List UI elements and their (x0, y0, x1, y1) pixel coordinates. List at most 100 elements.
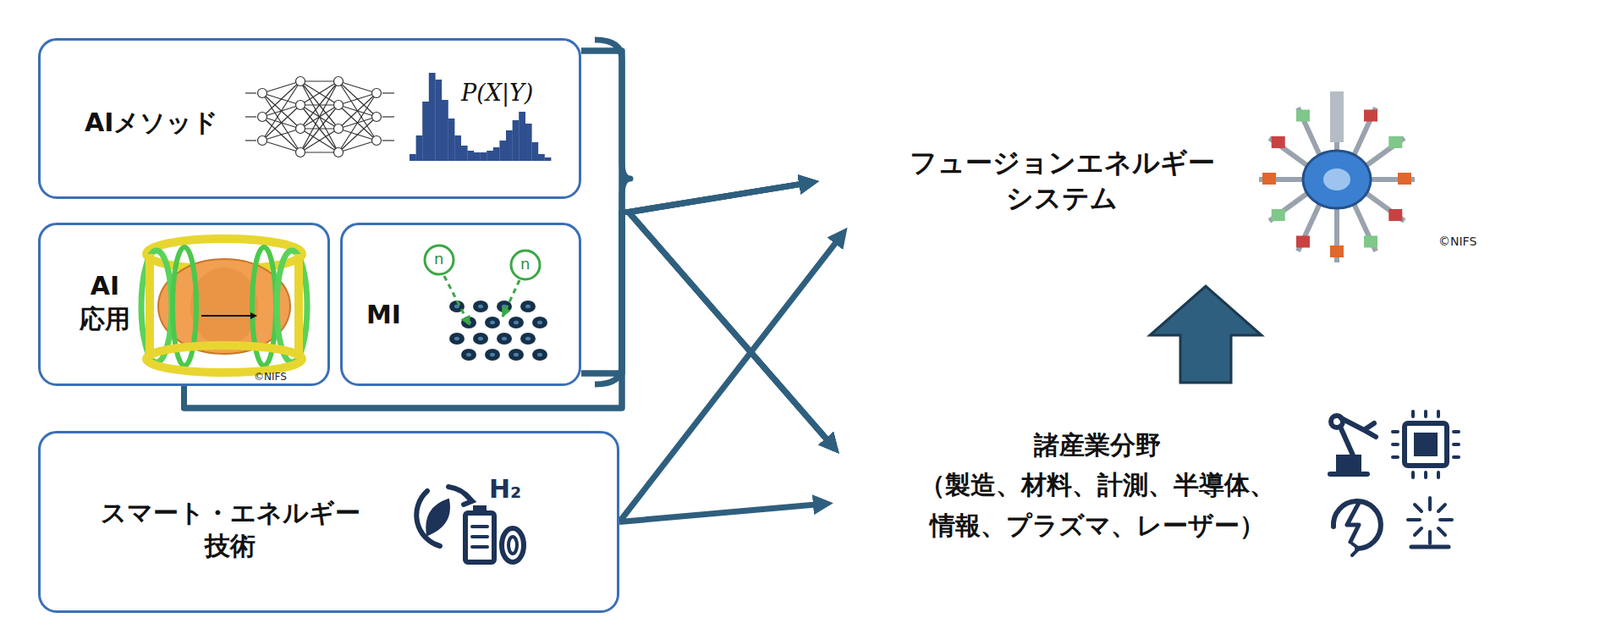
stroke (537, 320, 543, 325)
node-title: AI 応用 (72, 269, 138, 336)
stroke (1388, 208, 1403, 221)
stroke (1303, 150, 1371, 209)
stroke (334, 148, 344, 158)
stroke (449, 332, 465, 345)
stroke (520, 332, 536, 345)
stroke (484, 348, 501, 361)
stroke (532, 348, 548, 361)
stroke (1330, 245, 1344, 258)
stroke (338, 81, 377, 141)
arrow-connector (184, 212, 833, 446)
stroke (1397, 172, 1412, 185)
stroke (1388, 136, 1403, 149)
stroke (1296, 235, 1310, 248)
industry-icons (1330, 411, 1459, 556)
stroke (478, 336, 484, 341)
stroke (454, 336, 460, 341)
stroke (382, 115, 395, 117)
stroke (501, 336, 507, 341)
stroke (300, 104, 339, 153)
stroke (338, 116, 377, 153)
stroke (1271, 208, 1286, 221)
histogram-icon (409, 72, 551, 161)
stroke (296, 148, 306, 158)
stroke (300, 128, 339, 153)
stroke (496, 332, 512, 345)
stroke (478, 304, 484, 308)
node-title: フュージョンエネルギー システム (899, 145, 1225, 216)
stroke (1269, 192, 1309, 221)
stroke (532, 316, 548, 329)
stroke (454, 135, 462, 161)
stroke (338, 140, 377, 153)
stroke (300, 128, 339, 153)
stroke (258, 136, 268, 146)
stroke (525, 304, 531, 308)
arrow-connector (184, 182, 810, 408)
stroke (513, 320, 519, 325)
stroke (1364, 192, 1405, 221)
stroke (480, 152, 488, 161)
ellipse-outline (816, 55, 1587, 307)
stroke (505, 130, 513, 161)
industry-ellipse: 諸産業分野（製造、材料、計測、半導体、 情報、プラズマ、レーザー） (824, 362, 1587, 603)
stroke (1262, 172, 1276, 185)
stroke (300, 81, 339, 129)
stroke (334, 100, 344, 110)
stroke (434, 79, 442, 161)
stroke (245, 92, 257, 94)
stroke (300, 81, 339, 153)
stroke (334, 124, 344, 134)
neural-net-icon (245, 76, 395, 158)
arrow-connector (581, 182, 809, 374)
stroke (372, 112, 382, 122)
stroke (300, 81, 339, 153)
node-title: MI (366, 297, 402, 331)
stroke (448, 118, 456, 161)
stroke (1271, 136, 1286, 149)
stroke (513, 352, 519, 357)
credit-label: ©NIFS (1438, 234, 1477, 248)
particle-label: n (434, 249, 444, 268)
stroke (262, 81, 301, 141)
stroke (300, 81, 339, 129)
node-title: スマート・エネルギー 技術 (87, 495, 373, 562)
stroke (428, 72, 436, 161)
stroke (416, 135, 424, 161)
stroke (1330, 91, 1344, 143)
mi-box: MI (340, 222, 582, 386)
stroke (467, 150, 474, 161)
stroke (525, 123, 533, 161)
stroke (1296, 109, 1310, 122)
stroke (262, 93, 301, 153)
reactor-illustration (1253, 86, 1422, 271)
stroke (531, 142, 539, 161)
stroke (489, 352, 495, 357)
application-box: AI 応用 (38, 222, 330, 386)
fusion-ellipse: フュージョンエネルギー システム (816, 55, 1587, 307)
stroke (461, 145, 468, 161)
stroke (262, 140, 301, 153)
stroke (334, 76, 344, 87)
stroke (472, 300, 489, 313)
stroke (382, 139, 395, 141)
stroke (382, 92, 395, 94)
stroke (300, 104, 339, 153)
stroke (518, 111, 526, 161)
stroke (537, 352, 543, 357)
stroke (496, 300, 512, 313)
stroke (484, 316, 501, 329)
stroke (372, 136, 382, 146)
stroke (258, 112, 268, 122)
stroke (300, 81, 339, 105)
stroke (338, 93, 377, 153)
neutron-icon (424, 245, 540, 325)
ellipse-shape (827, 364, 1584, 600)
method-box: AIメソッド (38, 38, 582, 199)
stroke (499, 140, 506, 161)
stroke (422, 101, 429, 161)
stroke (486, 150, 494, 161)
stroke (466, 352, 472, 357)
block-arrow (1149, 285, 1262, 383)
ellipse-shape (819, 58, 1584, 304)
